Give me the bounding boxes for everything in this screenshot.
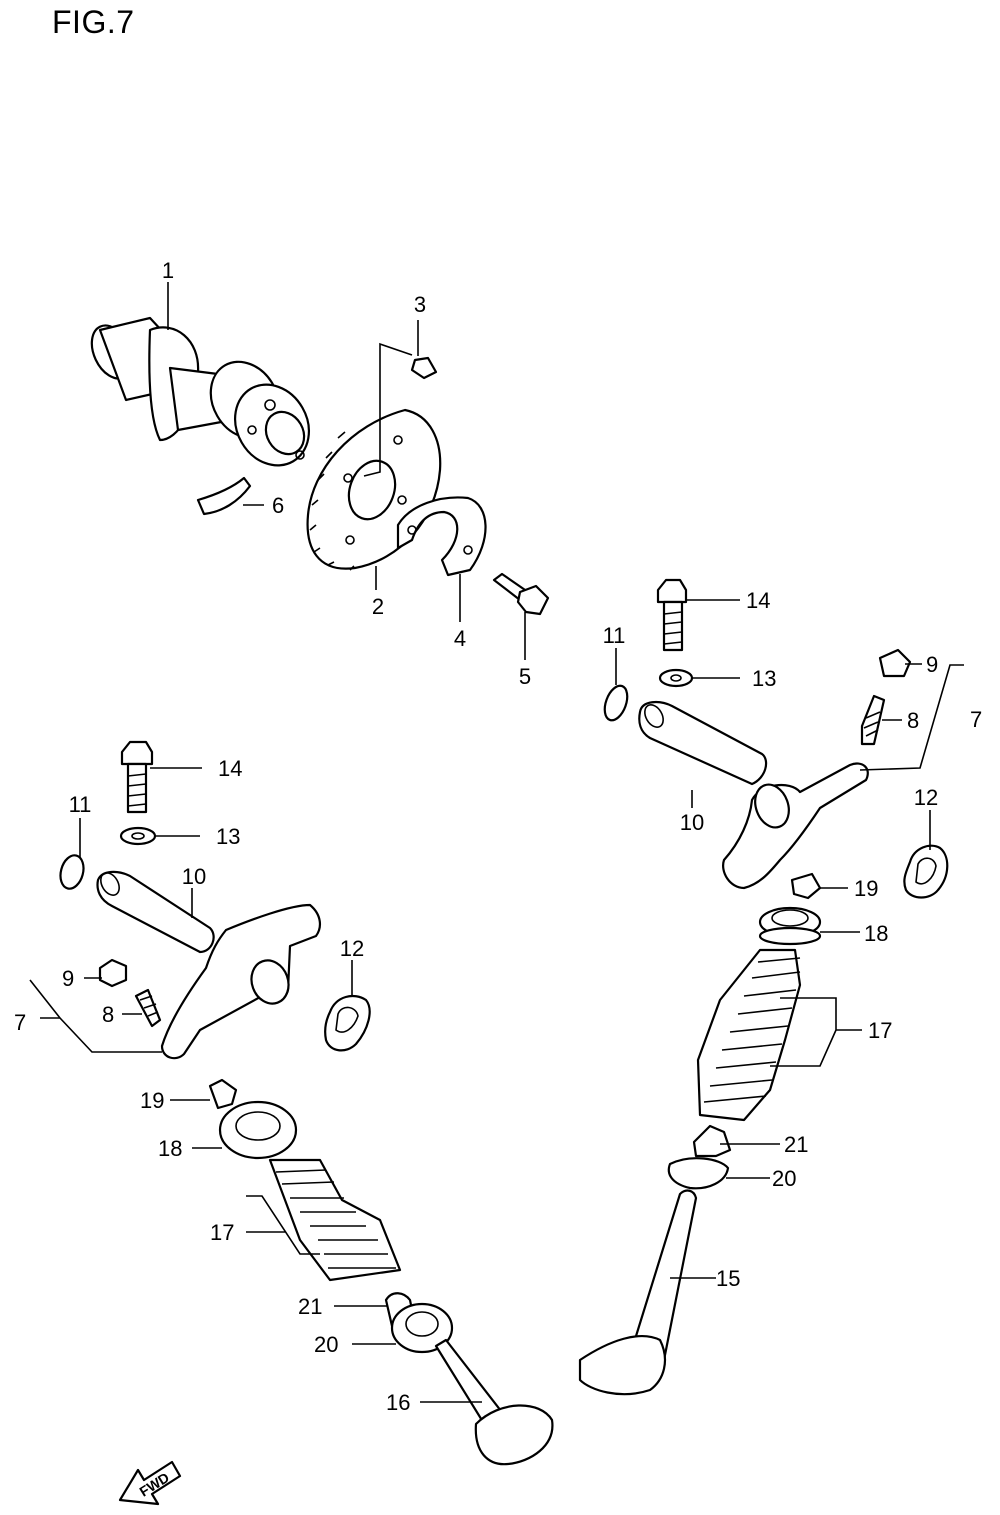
figure-title: FIG.7	[52, 4, 135, 40]
leader-lines	[29, 282, 964, 1403]
part-labels: 1 2 3 4 5 6 7 8 9 10 11 12 13 14 15 16 1…	[14, 258, 982, 1415]
part-label-13-left: 13	[216, 824, 240, 849]
part-label-2: 2	[372, 594, 384, 619]
lock-washer-part	[396, 496, 487, 577]
part-label-20-right: 20	[772, 1166, 796, 1191]
part-label-21-left: 21	[298, 1294, 322, 1319]
part-label-7-right: 7	[970, 707, 982, 732]
right-rocker-assembly	[603, 578, 949, 899]
part-label-9-left: 9	[62, 966, 74, 991]
part-label-19-left: 19	[140, 1088, 164, 1113]
camshaft-part	[90, 316, 310, 467]
part-label-12-right: 12	[914, 785, 938, 810]
part-label-8-right: 8	[907, 708, 919, 733]
part-label-3: 3	[414, 292, 426, 317]
right-valve-assembly	[578, 872, 822, 1396]
left-rocker-assembly	[59, 740, 371, 1060]
part-label-19-right: 19	[854, 876, 878, 901]
part-label-7-left: 7	[14, 1010, 26, 1035]
part-label-15: 15	[716, 1266, 740, 1291]
part-label-16: 16	[386, 1390, 410, 1415]
part-label-14-left: 14	[218, 756, 242, 781]
part-label-20-left: 20	[314, 1332, 338, 1357]
part-label-13-right: 13	[752, 666, 776, 691]
sprocket-part	[306, 408, 442, 571]
part-label-4: 4	[454, 626, 466, 651]
part-label-21-right: 21	[784, 1132, 808, 1157]
part-label-1: 1	[162, 258, 174, 283]
part-label-11-left: 11	[69, 792, 92, 817]
part-label-5: 5	[519, 664, 531, 689]
part-label-12-left: 12	[340, 936, 364, 961]
part-label-8-left: 8	[102, 1002, 114, 1027]
pin-part	[410, 356, 438, 380]
forward-direction-arrow: FWD	[118, 1460, 182, 1506]
part-label-6: 6	[272, 493, 284, 518]
circlip-part	[196, 476, 252, 516]
part-label-18-right: 18	[864, 921, 888, 946]
part-label-11-right: 11	[603, 623, 626, 648]
part-label-10-left: 10	[182, 864, 206, 889]
bolt-part	[492, 572, 550, 616]
part-label-17-left: 17	[210, 1220, 234, 1245]
part-label-18-left: 18	[158, 1136, 182, 1161]
part-label-17-right: 17	[868, 1018, 892, 1043]
part-label-14-right: 14	[746, 588, 770, 613]
part-label-9-right: 9	[926, 652, 938, 677]
left-valve-assembly	[208, 1078, 554, 1466]
part-label-10-right: 10	[680, 810, 704, 835]
